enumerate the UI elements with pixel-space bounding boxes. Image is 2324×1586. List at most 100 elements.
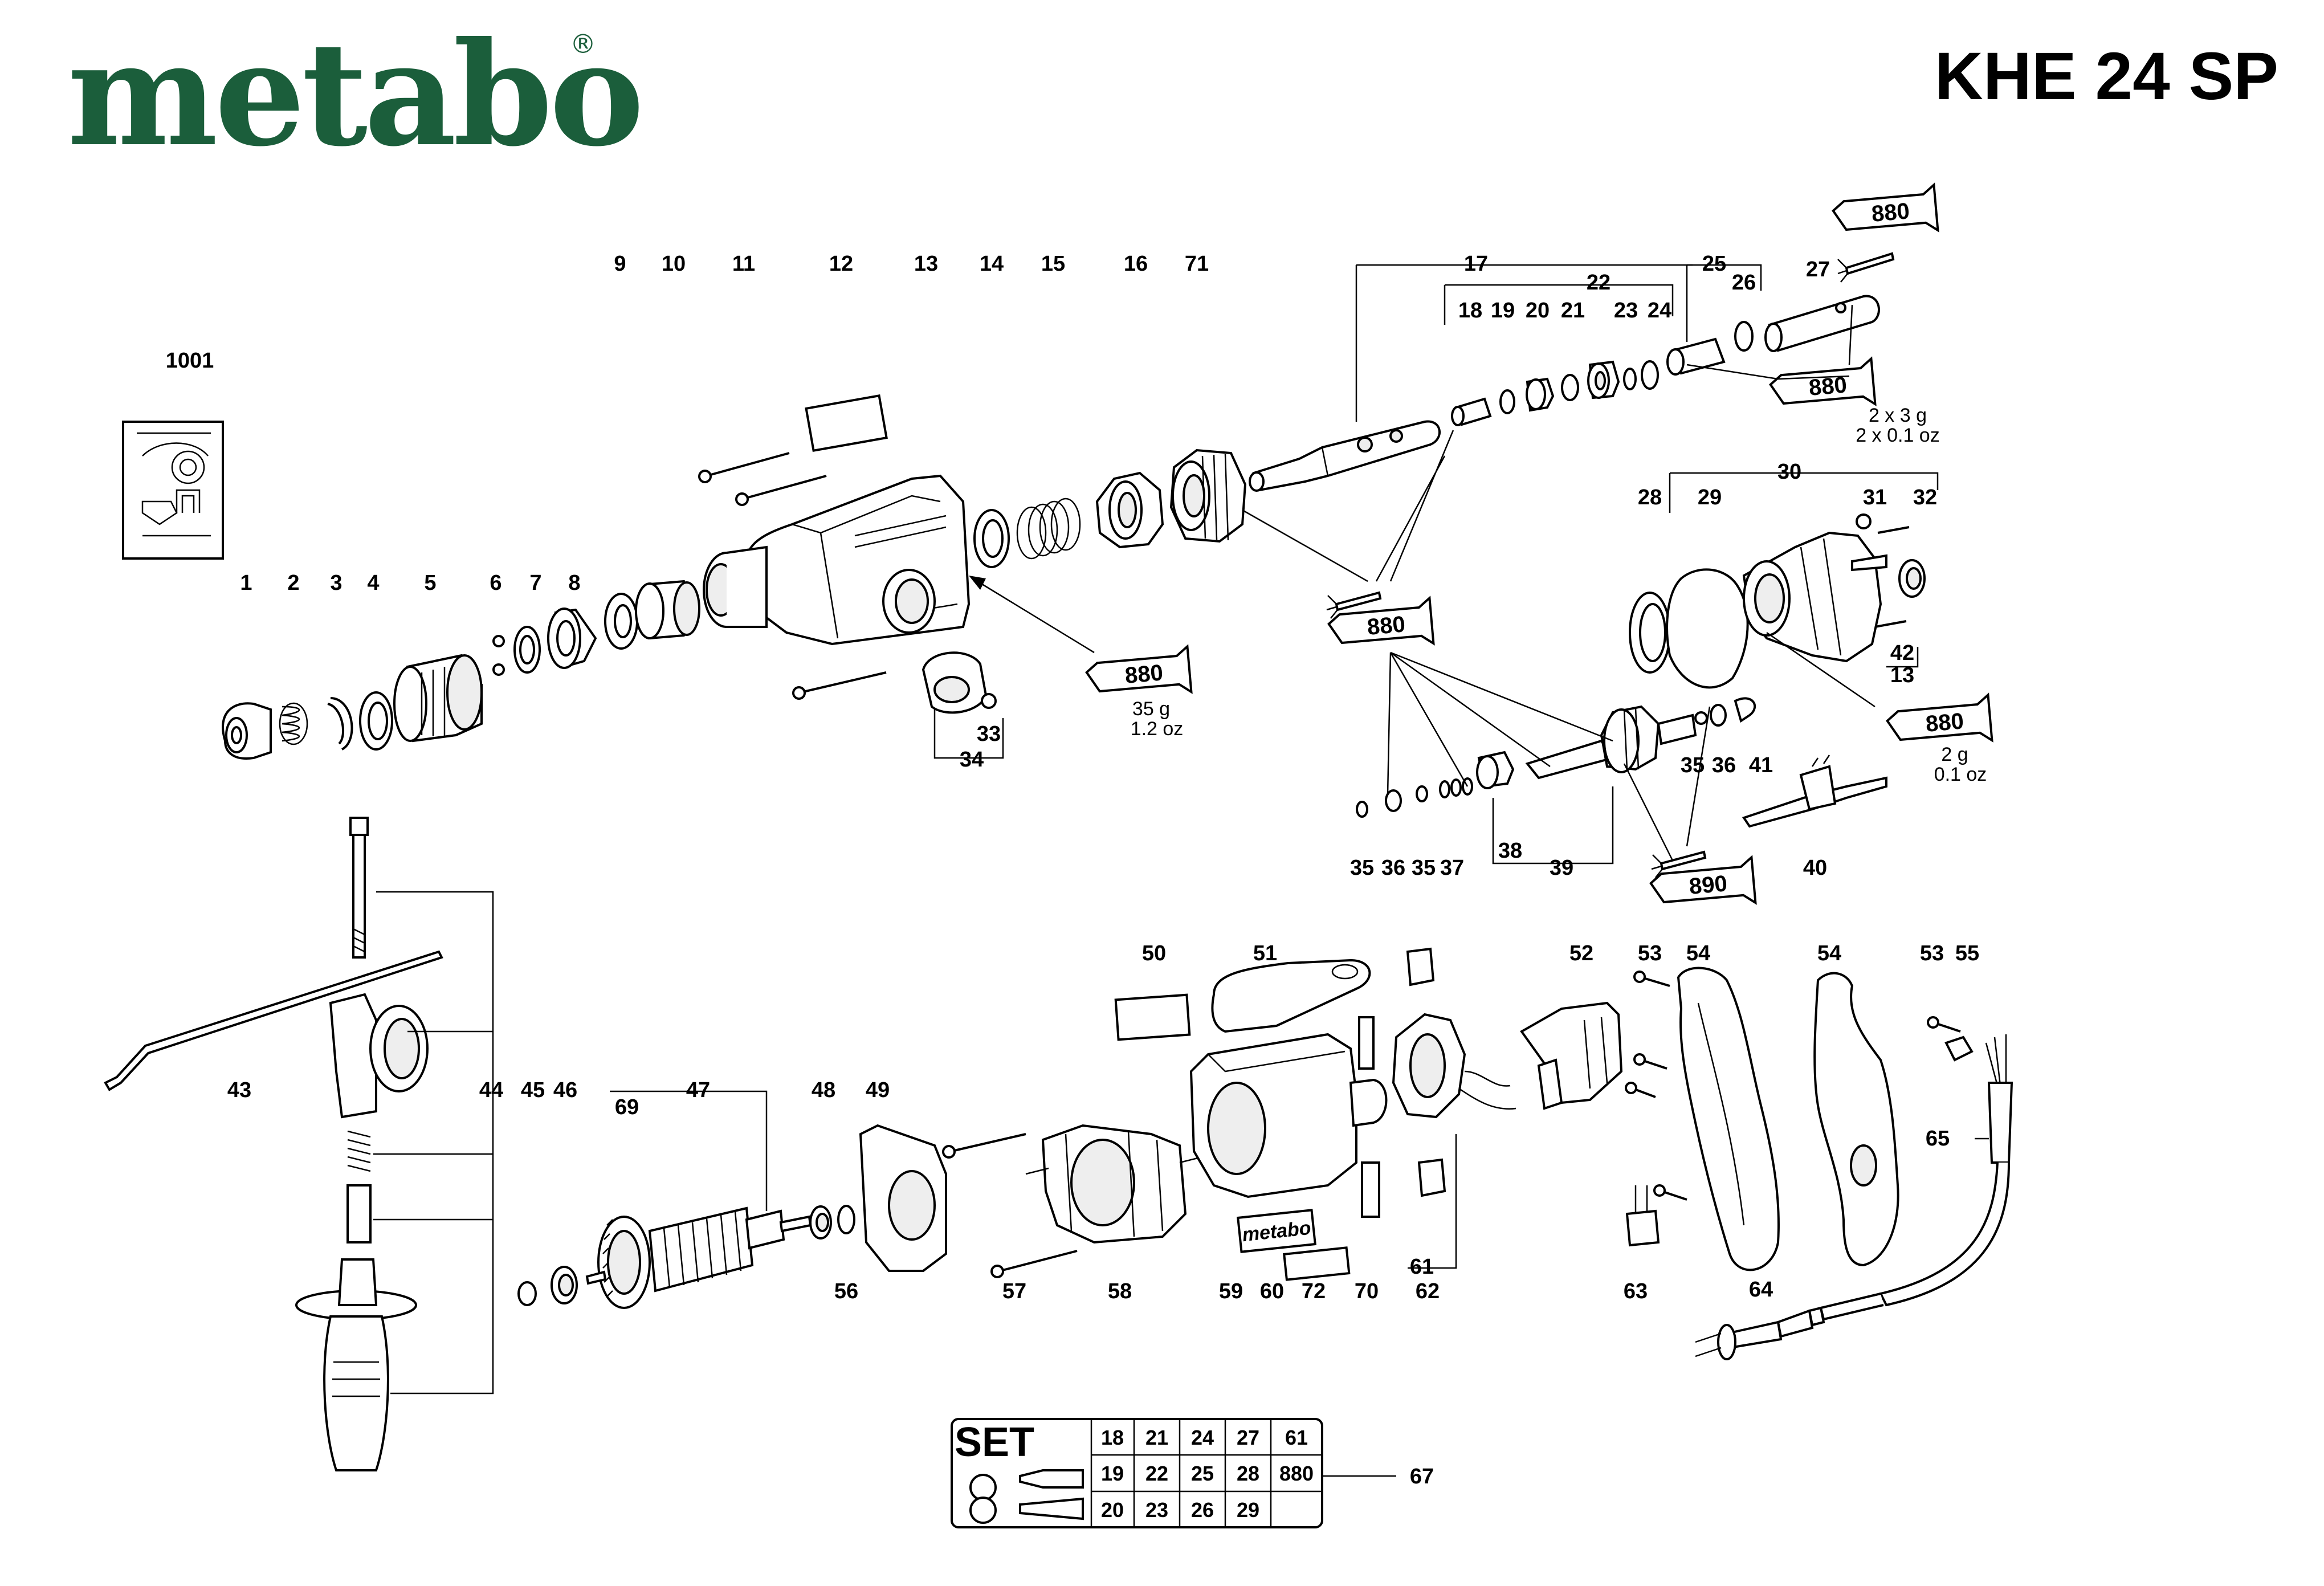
grease-tube-4: 880 xyxy=(1085,644,1193,694)
bracket-lines xyxy=(933,264,1989,1477)
part-number-label-p10: 10 xyxy=(662,252,686,276)
part-number-label-p54a: 54 xyxy=(1686,941,1710,965)
part-number-label-p65: 65 xyxy=(1926,1127,1950,1151)
part-number-label-p69: 69 xyxy=(615,1095,639,1119)
part-ring-8 xyxy=(547,608,597,669)
armature-group xyxy=(517,1090,947,1309)
part-number-label-p31: 31 xyxy=(1863,486,1887,509)
part-bearing-sleeve xyxy=(635,580,700,640)
part-screw-42 xyxy=(1874,620,1907,628)
part-piston-25 xyxy=(1666,337,1726,376)
part-washer-35a xyxy=(1694,711,1708,725)
part-circlip xyxy=(327,697,353,751)
part-ring-56 xyxy=(837,1205,855,1234)
part-number-label-p46: 46 xyxy=(553,1078,577,1102)
grease-brush-1 xyxy=(1837,252,1895,283)
part-number-label-p51: 51 xyxy=(1253,941,1277,965)
part-bearing-48 xyxy=(809,1205,832,1240)
part-washer-20 xyxy=(1526,377,1555,412)
part-nut-31 xyxy=(1856,513,1872,529)
part-number-label-p28: 28 xyxy=(1638,486,1662,509)
grease-tubes: 880 880 880 880 880 890 xyxy=(1085,182,1993,905)
tube-qty: 35 g xyxy=(1132,698,1170,720)
part-number-label-p4: 4 xyxy=(367,571,379,595)
part-switch-52 xyxy=(1520,1001,1623,1110)
part-number-label-p59: 59 xyxy=(1219,1279,1243,1303)
model-title: KHE 24 SP xyxy=(1934,39,2278,114)
part-number-label-p39: 39 xyxy=(1550,856,1573,880)
part-bearing-32 xyxy=(1898,559,1926,598)
part-number-label-p54b: 54 xyxy=(1817,941,1841,965)
part-number-label-p12: 12 xyxy=(829,252,853,276)
part-number-label-p70: 70 xyxy=(1355,1279,1379,1303)
part-spindle-17 xyxy=(1252,420,1441,492)
part-field-58 xyxy=(1025,1124,1203,1244)
part-number-label-p1001: 1001 xyxy=(166,349,214,373)
part-oring-21 xyxy=(1561,374,1579,401)
part-selector-knob xyxy=(922,651,997,714)
part-air-guide-49 xyxy=(859,1124,947,1272)
part-screw-11a xyxy=(706,452,790,477)
part-washer-37b xyxy=(1450,778,1462,797)
part-gear-71 xyxy=(1169,449,1247,543)
part-cover-51 xyxy=(1211,959,1371,1033)
part-cam-38 xyxy=(1476,751,1515,789)
part-number-label-p45: 45 xyxy=(521,1078,545,1102)
part-number-label-p53b: 53 xyxy=(1920,941,1944,965)
grease-tube-5: 880 xyxy=(1886,692,1993,743)
part-depth-rod-43 xyxy=(104,950,443,1091)
clutch-group xyxy=(973,449,1247,568)
part-motor-housing-59 xyxy=(1189,1033,1388,1198)
grease-tube-3: 880 xyxy=(1327,596,1435,646)
part-number-label-p36b: 36 xyxy=(1381,856,1405,880)
part-brush-holder-61 xyxy=(1406,947,1446,1197)
part-number-label-p44: 44 xyxy=(479,1078,503,1102)
part-cable-clamp-55 xyxy=(1944,1035,1974,1062)
set-cell: 26 xyxy=(1191,1498,1214,1522)
part-number-label-p22: 22 xyxy=(1587,271,1611,295)
part-number-label-p32: 32 xyxy=(1913,486,1937,509)
part-number-label-p25: 25 xyxy=(1702,252,1726,276)
part-number-label-p58: 58 xyxy=(1108,1279,1132,1303)
part-number-label-p60: 60 xyxy=(1260,1279,1284,1303)
tube-qty: 0.1 oz xyxy=(1934,764,1987,785)
part-screw-11b xyxy=(743,475,827,500)
part-number-label-p30: 30 xyxy=(1777,460,1801,484)
part-number-label-p7: 7 xyxy=(529,571,541,595)
part-number-label-p14: 14 xyxy=(980,252,1004,276)
part-number-label-p21: 21 xyxy=(1561,299,1585,323)
part-number-label-p40: 40 xyxy=(1803,856,1827,880)
part-number-label-p53a: 53 xyxy=(1638,941,1662,965)
part-number-label-p20: 20 xyxy=(1526,299,1550,323)
part-number-label-p67: 67 xyxy=(1410,1465,1434,1489)
part-capacitor-63 xyxy=(1625,1185,1660,1247)
set-cell: 880 xyxy=(1279,1462,1314,1485)
set-table: SET 18 21 24 27 61 19 22 25 28 880 20 23… xyxy=(951,1418,1323,1528)
part-number-label-p26: 26 xyxy=(1732,271,1756,295)
part-front-cap xyxy=(222,702,272,760)
part-bearing-45 xyxy=(517,1281,537,1306)
part-number-label-p61: 61 xyxy=(1410,1255,1434,1279)
set-cell: 27 xyxy=(1237,1426,1259,1449)
part-number-label-p35c: 35 xyxy=(1412,856,1436,880)
grease-brush-3 xyxy=(1651,850,1707,878)
part-number-label-p41: 41 xyxy=(1749,753,1773,777)
part-ring-4 xyxy=(359,691,393,751)
grease-brush-2 xyxy=(1326,591,1382,619)
part-clutch-disc-16 xyxy=(1095,471,1164,549)
part-number-label-p57: 57 xyxy=(1002,1279,1026,1303)
set-cell: 61 xyxy=(1285,1426,1308,1449)
tube-code: 880 xyxy=(1124,660,1164,688)
brand-logo: metabo xyxy=(67,10,645,178)
part-clip-41 xyxy=(1734,697,1756,723)
part-number-label-p5: 5 xyxy=(424,571,436,595)
grease-tube-6: 890 xyxy=(1649,855,1757,905)
part-number-label-p50: 50 xyxy=(1142,941,1166,965)
part-handle-shell-54b xyxy=(1813,972,1899,1267)
set-cell: 28 xyxy=(1237,1462,1259,1485)
intermediate-gear-group xyxy=(1356,513,1926,828)
part-label-12 xyxy=(805,394,888,452)
part-number-label-p29: 29 xyxy=(1698,486,1722,509)
part-number-label-p55: 55 xyxy=(1955,941,1979,965)
